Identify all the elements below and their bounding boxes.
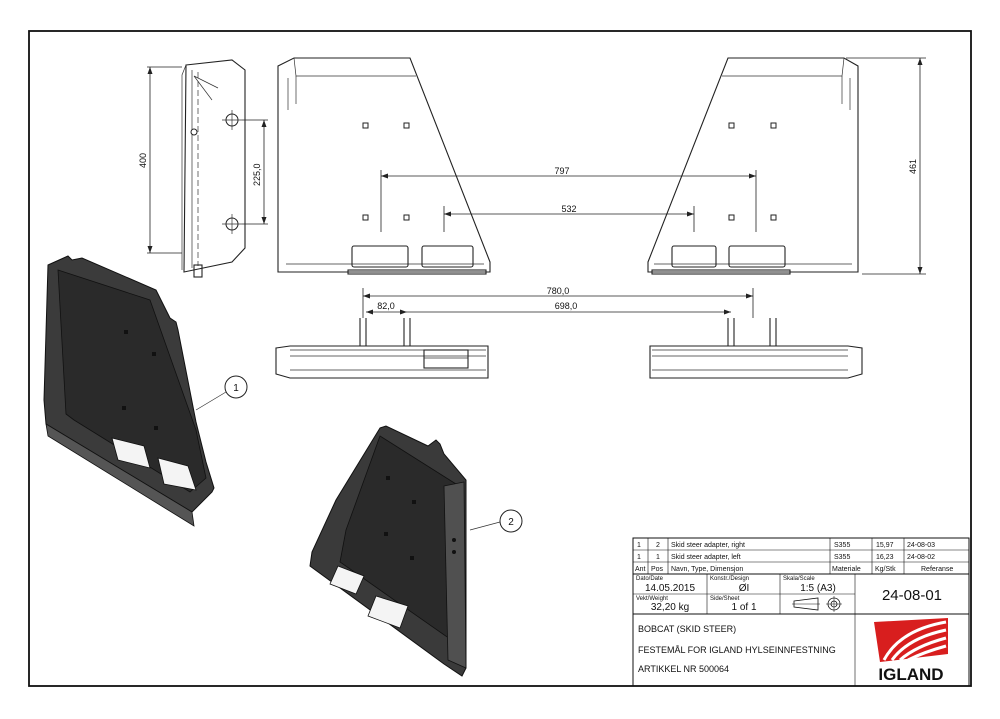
weight-label: Vekt/Weight [636,596,668,602]
top-view-right [649,318,863,379]
dim-82: 82,0 [377,301,395,311]
bom-row1-pos: 2 [656,542,660,549]
bom-row1-name: Skid steer adapter, right [671,542,745,549]
bom-row1-kg: 15,97 [876,542,894,549]
dim-780-group: 780,0 [362,286,754,318]
date-label: Dato/Date [636,576,664,582]
dim-698: 698,0 [555,301,578,311]
dim-797-group: 797 [380,166,757,232]
bom-row1-ref: 24-08-03 [907,542,935,549]
top-view-left [275,318,489,379]
bom-header-material: Materiale [832,566,861,573]
weight-value: 32,20 kg [651,602,689,613]
dim-797: 797 [554,166,569,176]
scale-value: 1:5 (A3) [800,583,836,594]
sheet-label: Side/Sheet [710,596,740,602]
bom-header-ant: Ant [635,566,646,573]
igland-logo: IGLAND [874,618,948,684]
dim-532-group: 532 [443,204,695,232]
scale-label: Skala/Scale [783,576,815,582]
dim-461: 461 [908,159,918,174]
bom-row2-kg: 16,23 [876,554,894,561]
drawing-number: 24-08-01 [882,587,942,604]
side-view: 400 225,0 [138,59,268,278]
drawing-border [28,30,972,687]
dim-532: 532 [561,204,576,214]
bom-row2-material: S355 [834,554,850,561]
title-line-1: BOBCAT (SKID STEER) [638,624,736,634]
dim-225: 225,0 [252,163,262,186]
balloon-1: 1 [233,383,239,394]
bom-row1-material: S355 [834,542,850,549]
dim-461-group: 461 [846,57,926,275]
dim-698-group: 82,0 698,0 [366,301,731,315]
bom-header-kg: Kg/Stk [875,566,896,573]
bill-of-materials: 1 2 Skid steer adapter, right S355 15,97… [632,537,970,575]
isometric-part-1: 1 [43,255,248,527]
isometric-part-2: 2 [309,425,523,677]
design-label: Konstr./Design [710,576,749,582]
front-view-left-adapter [277,57,491,275]
date-value: 14.05.2015 [645,583,695,594]
dim-400: 400 [138,153,148,168]
sheet-value: 1 of 1 [731,602,756,613]
bom-row1-ant: 1 [637,542,641,549]
design-value: ØI [739,583,750,594]
title-block: Dato/Date 14.05.2015 Konstr./Design ØI S… [632,573,970,687]
front-view-right-adapter [647,57,859,275]
bom-header-ref: Referanse [921,566,953,573]
bom-row2-ref: 24-08-02 [907,554,935,561]
bom-header-pos: Pos [651,566,664,573]
logo-text: IGLAND [878,665,943,684]
title-line-3: ARTIKKEL NR 500064 [638,664,729,674]
title-line-2: FESTEMÅL FOR IGLAND HYLSEINNFESTNING [638,645,836,655]
bom-row2-pos: 1 [656,554,660,561]
bom-header-name: Navn, Type, Dimensjon [671,566,743,573]
balloon-2: 2 [508,517,514,528]
bom-row2-name: Skid steer adapter, left [671,554,741,561]
dim-780: 780,0 [547,286,570,296]
projection-symbol-icon [792,596,842,612]
bom-row2-ant: 1 [637,554,641,561]
